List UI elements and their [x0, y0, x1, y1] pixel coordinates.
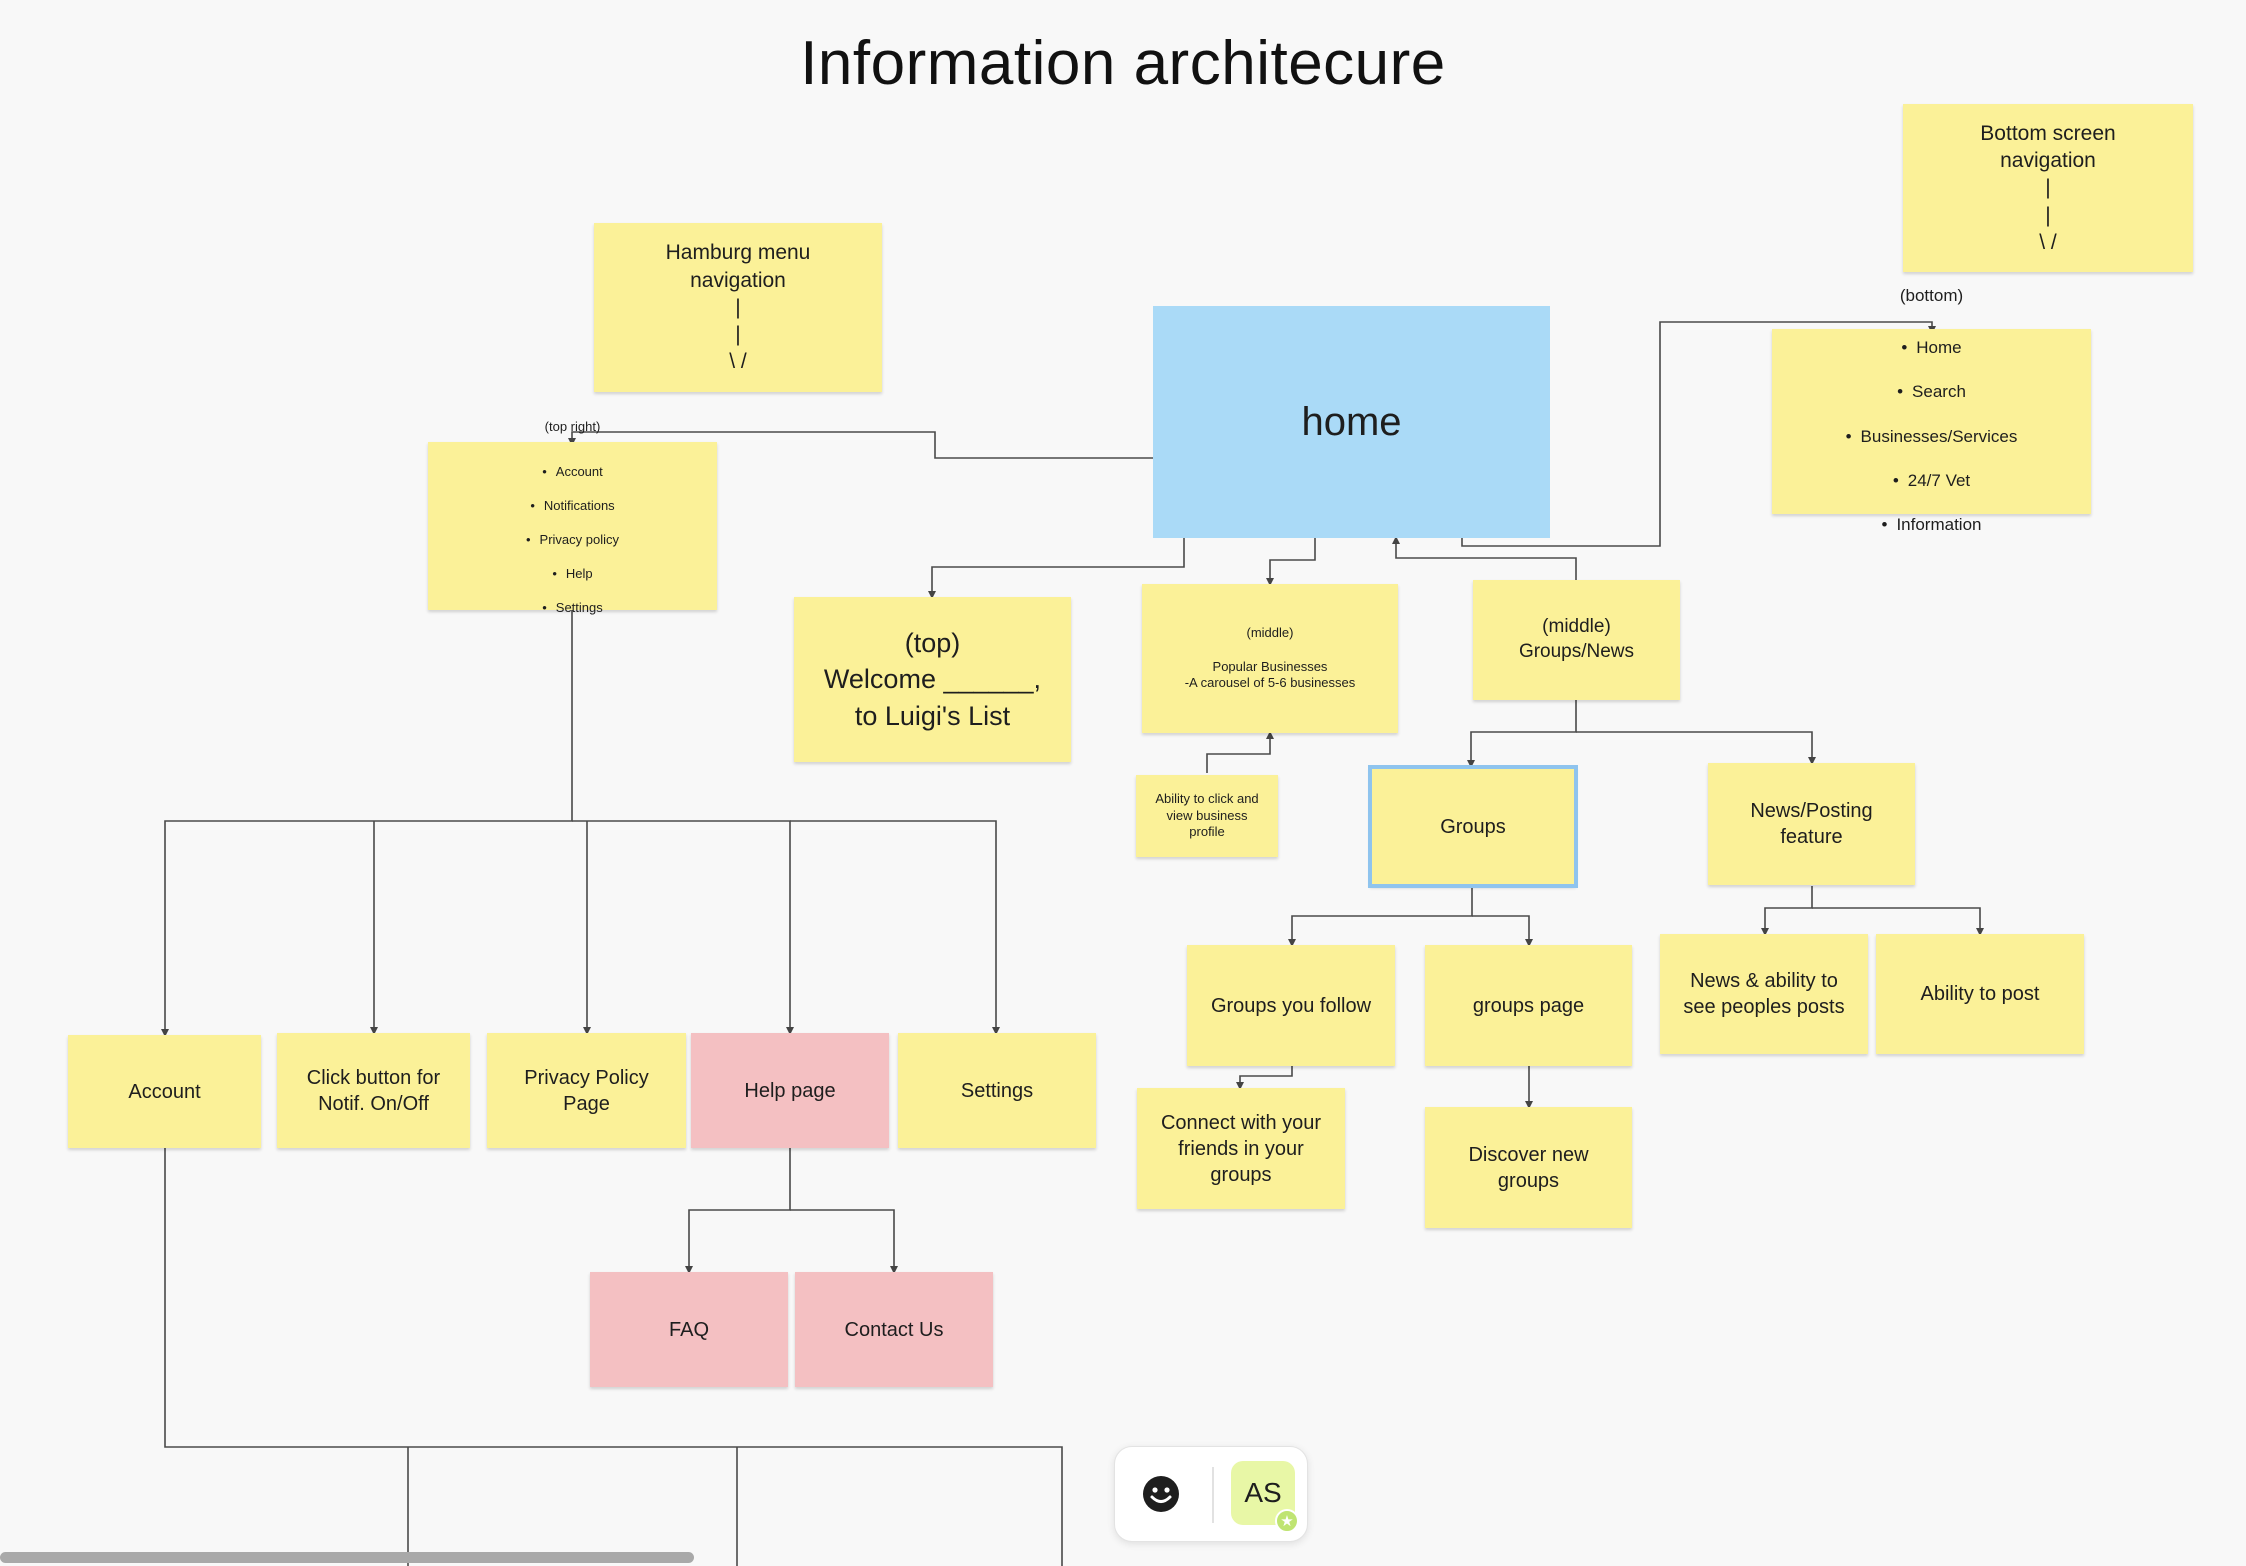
note-top-right-heading: (top right) — [544, 418, 601, 434]
note-hamburg-menu-navigation[interactable]: Hamburg menu navigation | | \ / — [594, 223, 882, 392]
toolbar-divider — [1212, 1467, 1214, 1523]
connector-home-popular — [1266, 538, 1316, 586]
bottom-nav-item: Information — [1846, 514, 2018, 536]
top-right-item: Notifications — [526, 498, 619, 515]
top-right-items: Account Notifications Privacy policy Hel… — [526, 448, 619, 634]
connector-groupsnews-home — [1392, 536, 1577, 580]
note-contact-us[interactable]: Contact Us — [795, 1272, 993, 1387]
connector-to-help — [572, 820, 794, 1035]
connector-groups-page — [1472, 915, 1533, 947]
note-bottom-nav-list[interactable]: (bottom) Home Search Businesses/Services… — [1772, 286, 2091, 534]
connector-topright-children — [161, 610, 573, 1037]
note-bottom-screen-navigation[interactable]: Bottom screen navigation | | \ / — [1903, 104, 2193, 272]
note-home[interactable]: home — [1153, 306, 1550, 538]
note-ability-to-post[interactable]: Ability to post — [1876, 934, 2084, 1054]
note-news-posting[interactable]: News/Posting feature — [1708, 763, 1915, 885]
reaction-toolbar: AS ★ — [1114, 1446, 1308, 1542]
note-settings[interactable]: Settings — [898, 1033, 1096, 1148]
connector-profile-popular — [1206, 731, 1274, 773]
note-help-page[interactable]: Help page — [691, 1033, 889, 1148]
connector-to-settings — [790, 820, 1000, 1035]
connector-groupsnews-groups — [1467, 700, 1577, 768]
note-welcome[interactable]: (top) Welcome ______, to Luigi's List — [794, 597, 1071, 762]
connector-groupsnews-news — [1576, 731, 1816, 765]
note-groups-you-follow[interactable]: Groups you follow — [1187, 945, 1395, 1066]
note-business-profile[interactable]: Ability to click and view business profi… — [1136, 775, 1278, 857]
connector-news-post — [1812, 907, 1984, 936]
note-groups-page[interactable]: groups page — [1425, 945, 1632, 1066]
note-connect-friends[interactable]: Connect with your friends in your groups — [1137, 1088, 1345, 1209]
top-right-item: Help — [526, 566, 619, 583]
bottom-nav-item: Search — [1846, 381, 2018, 403]
note-popular-businesses[interactable]: (middle) Popular Businesses -A carousel … — [1142, 584, 1398, 733]
connector-groups-follow — [1288, 886, 1473, 947]
star-icon: ★ — [1275, 1509, 1299, 1533]
board-title: Information architecure — [800, 29, 1446, 98]
note-news-see-posts[interactable]: News & ability to see peoples posts — [1660, 934, 1868, 1054]
top-right-item: Privacy policy — [526, 532, 619, 549]
connector-help-faq — [685, 1148, 791, 1274]
bottom-nav-item: 24/7 Vet — [1846, 470, 2018, 492]
note-faq[interactable]: FAQ — [590, 1272, 788, 1387]
note-groups-news[interactable]: (middle) Groups/News — [1473, 580, 1680, 700]
horizontal-scrollbar[interactable] — [0, 1552, 694, 1563]
note-discover-groups[interactable]: Discover new groups — [1425, 1107, 1632, 1228]
connector-follow-connect — [1236, 1066, 1293, 1090]
note-groups[interactable]: Groups — [1368, 765, 1578, 888]
top-right-item: Settings — [526, 600, 619, 617]
note-bottom-nav-heading: (bottom) — [1899, 285, 1964, 305]
bottom-nav-items: Home Search Businesses/Services 24/7 Vet… — [1846, 315, 2018, 558]
note-account[interactable]: Account — [68, 1035, 261, 1148]
bottom-nav-item: Home — [1846, 337, 2018, 359]
connector-news-see — [1761, 886, 1813, 936]
top-right-item: Account — [526, 464, 619, 481]
note-notif-button[interactable]: Click button for Notif. On/Off — [277, 1033, 470, 1148]
smiley-icon[interactable] — [1141, 1474, 1181, 1514]
note-top-right-list[interactable]: (top right) Account Notifications Privac… — [428, 419, 717, 615]
connector-help-contact — [790, 1209, 898, 1274]
note-privacy-policy-page[interactable]: Privacy Policy Page — [487, 1033, 686, 1148]
bottom-nav-item: Businesses/Services — [1846, 426, 2018, 448]
